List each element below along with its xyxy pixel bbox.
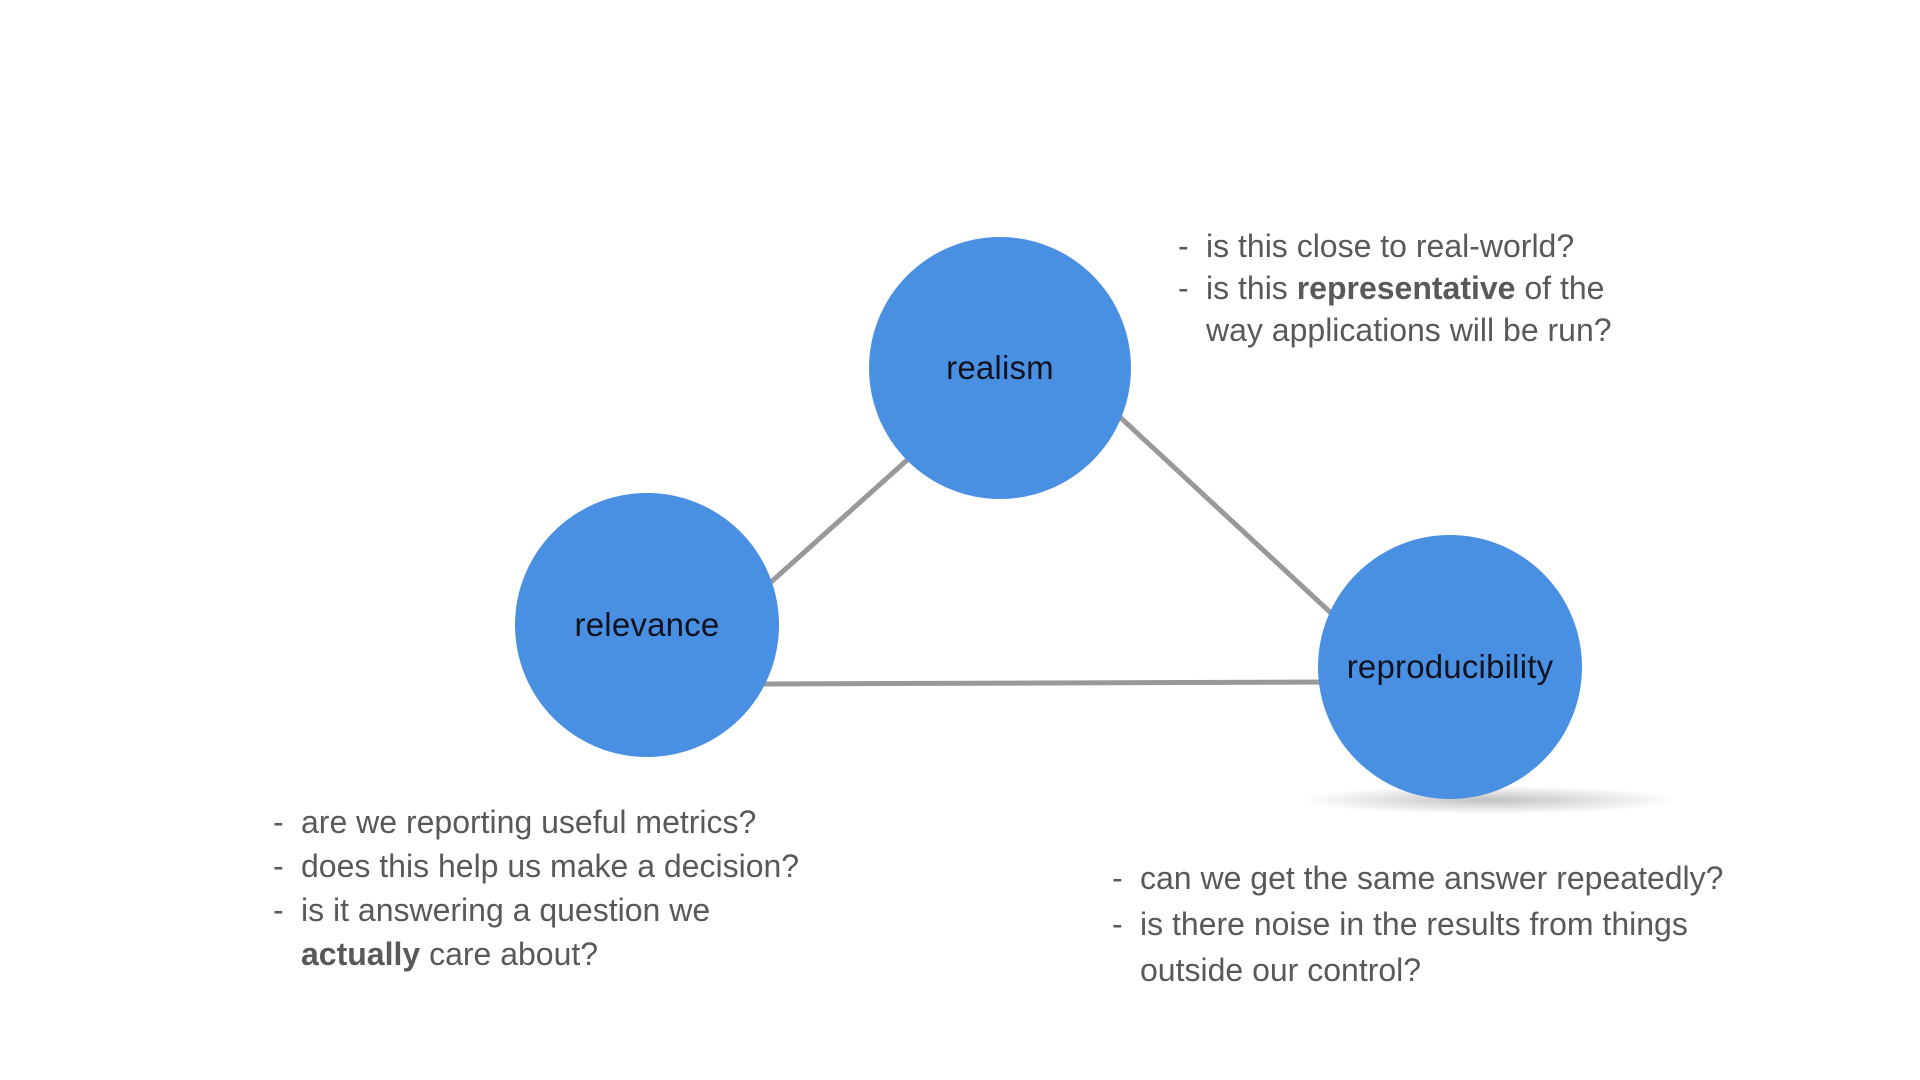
note-text-segment: way applications will be run? (1206, 312, 1612, 348)
note-text: is it answering a question we (301, 888, 710, 932)
note-text-segment: can we get the same answer repeatedly? (1140, 860, 1724, 896)
note-text: are we reporting useful metrics? (301, 800, 756, 844)
note-text: is this close to real-world? (1206, 225, 1574, 267)
node-realism: realism (869, 237, 1131, 499)
note-text-segment: care about? (420, 936, 599, 972)
connector-realism-reproducibility (1105, 403, 1348, 629)
bullet-dash (1112, 947, 1140, 993)
note-text-segment: is this close to real-world? (1206, 228, 1575, 264)
bullet-dash: - (1112, 860, 1123, 896)
bullet-dash (1178, 309, 1206, 351)
note-line: - is it answering a question we (273, 888, 799, 932)
node-reproducibility: reproducibility (1318, 535, 1582, 799)
notes-reproducibility: - can we get the same answer repeatedly?… (1112, 855, 1723, 993)
bullet-dash: - (273, 804, 284, 840)
node-relevance-label: relevance (574, 606, 720, 643)
note-text-segment: is this (1206, 270, 1297, 306)
note-text-bold: actually (301, 936, 421, 972)
bullet-dash: - (273, 848, 284, 884)
note-line: - does this help us make a decision? (273, 844, 799, 888)
note-line: - is this close to real-world? (1178, 225, 1612, 267)
bullet-dash: - (1178, 270, 1189, 306)
note-text: does this help us make a decision? (301, 844, 799, 888)
note-text-segment: does this help us make a decision? (301, 848, 800, 884)
note-text: actually care about? (301, 932, 598, 976)
bullet-dash (273, 932, 301, 976)
note-text: can we get the same answer repeatedly? (1140, 855, 1723, 901)
note-text-segment: is there noise in the results from thing… (1140, 906, 1688, 942)
note-line: way applications will be run? (1178, 309, 1612, 351)
node-realism-label: realism (946, 349, 1054, 386)
node-relevance: relevance (515, 493, 779, 757)
note-text-segment: is it answering a question we (301, 892, 711, 928)
note-text-segment: are we reporting useful metrics? (301, 804, 757, 840)
node-reproducibility-label: reproducibility (1346, 648, 1554, 685)
note-line: - is this representative of the (1178, 267, 1612, 309)
note-text-bold: representative (1296, 270, 1516, 306)
note-text-segment: outside our control? (1140, 952, 1422, 988)
connector-realism-relevance (748, 441, 928, 603)
note-line: - is there noise in the results from thi… (1112, 901, 1723, 947)
note-text-segment: of the (1515, 270, 1605, 306)
note-text: is this representative of the (1206, 267, 1604, 309)
connector-relevance-reproducibility (747, 679, 1343, 687)
bullet-dash: - (1112, 906, 1123, 942)
note-line: actually care about? (273, 932, 799, 976)
note-line: - are we reporting useful metrics? (273, 800, 799, 844)
note-text: way applications will be run? (1206, 309, 1612, 351)
note-text: is there noise in the results from thing… (1140, 901, 1688, 947)
notes-relevance: - are we reporting useful metrics? - doe… (273, 800, 799, 976)
notes-realism: - is this close to real-world? - is this… (1178, 225, 1612, 351)
note-line: - can we get the same answer repeatedly? (1112, 855, 1723, 901)
bullet-dash: - (1178, 228, 1189, 264)
note-line: outside our control? (1112, 947, 1723, 993)
note-text: outside our control? (1140, 947, 1421, 993)
bullet-dash: - (273, 892, 284, 928)
